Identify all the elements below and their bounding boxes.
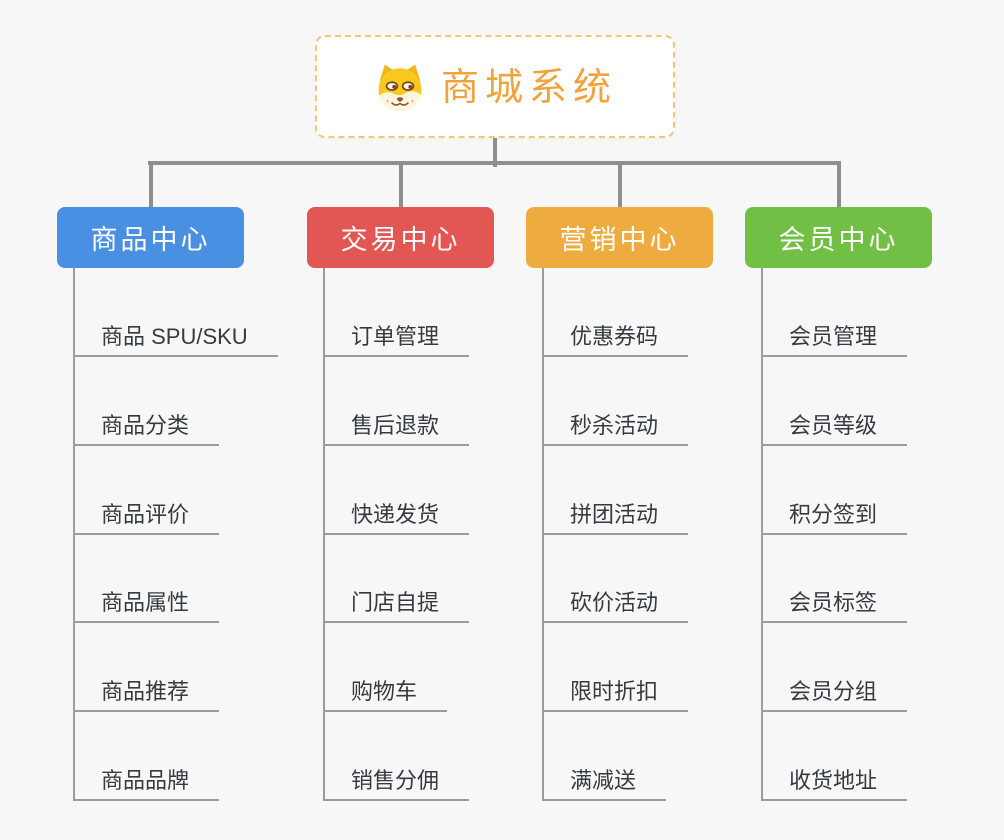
child-node[interactable]: 订单管理: [323, 313, 470, 357]
root-node[interactable]: 商城系统: [315, 35, 675, 138]
child-node[interactable]: 秒杀活动: [542, 402, 689, 446]
child-node-label: 商品推荐: [101, 678, 190, 704]
child-node[interactable]: 商品属性: [73, 579, 220, 623]
child-node[interactable]: 满减送: [542, 757, 667, 801]
child-node-label: 会员标签: [789, 589, 878, 615]
child-node[interactable]: 优惠券码: [542, 313, 689, 357]
child-node-label: 售后退款: [351, 412, 440, 438]
branch-node[interactable]: 交易中心: [307, 207, 494, 268]
child-node-label: 会员等级: [789, 412, 878, 438]
dog-icon: [373, 62, 427, 112]
child-node[interactable]: 会员标签: [761, 579, 908, 623]
child-node-label: 秒杀活动: [570, 412, 659, 438]
branch-node[interactable]: 商品中心: [57, 207, 244, 268]
child-node-label: 销售分佣: [351, 767, 440, 793]
child-node[interactable]: 收货地址: [761, 757, 908, 801]
child-node-label: 订单管理: [351, 323, 440, 349]
child-node[interactable]: 商品分类: [73, 402, 220, 446]
child-node-label: 收货地址: [789, 767, 878, 793]
child-node-label: 商品品牌: [101, 767, 190, 793]
child-node-label: 限时折扣: [570, 678, 659, 704]
child-node[interactable]: 售后退款: [323, 402, 470, 446]
branch-connector-line: [618, 161, 622, 207]
child-node-label: 满减送: [570, 767, 637, 793]
child-node-label: 商品分类: [101, 412, 190, 438]
child-node[interactable]: 限时折扣: [542, 668, 689, 712]
branch-connector-line: [149, 161, 153, 207]
child-node[interactable]: 砍价活动: [542, 579, 689, 623]
child-node[interactable]: 拼团活动: [542, 491, 689, 535]
tree-connector-rail: [148, 161, 841, 165]
root-title: 商城系统: [440, 66, 617, 109]
child-node-label: 砍价活动: [570, 589, 659, 615]
child-node-label: 优惠券码: [570, 323, 659, 349]
child-node-label: 商品 SPU/SKU: [101, 323, 248, 349]
child-node[interactable]: 商品品牌: [73, 757, 220, 801]
child-node[interactable]: 商品推荐: [73, 668, 220, 712]
child-node[interactable]: 购物车: [323, 668, 448, 712]
child-node[interactable]: 商品 SPU/SKU: [73, 313, 278, 357]
child-node-label: 会员分组: [789, 678, 878, 704]
child-node[interactable]: 销售分佣: [323, 757, 470, 801]
child-node[interactable]: 商品评价: [73, 491, 220, 535]
branch-node[interactable]: 营销中心: [526, 207, 713, 268]
child-node-label: 会员管理: [789, 323, 878, 349]
root-connector-line: [493, 137, 497, 167]
child-node[interactable]: 快递发货: [323, 491, 470, 535]
child-node[interactable]: 会员等级: [761, 402, 908, 446]
child-node-label: 快递发货: [351, 501, 440, 527]
child-node[interactable]: 会员分组: [761, 668, 908, 712]
branch-connector-line: [837, 161, 841, 207]
child-node[interactable]: 积分签到: [761, 491, 908, 535]
child-node-label: 商品评价: [101, 501, 190, 527]
child-node-label: 拼团活动: [570, 501, 659, 527]
child-node[interactable]: 门店自提: [323, 579, 470, 623]
child-node-label: 商品属性: [101, 589, 190, 615]
child-node[interactable]: 会员管理: [761, 313, 908, 357]
child-node-label: 购物车: [351, 678, 418, 704]
branch-connector-line: [399, 161, 403, 207]
child-node-label: 门店自提: [351, 589, 440, 615]
branch-node[interactable]: 会员中心: [745, 207, 932, 268]
child-node-label: 积分签到: [789, 501, 878, 527]
